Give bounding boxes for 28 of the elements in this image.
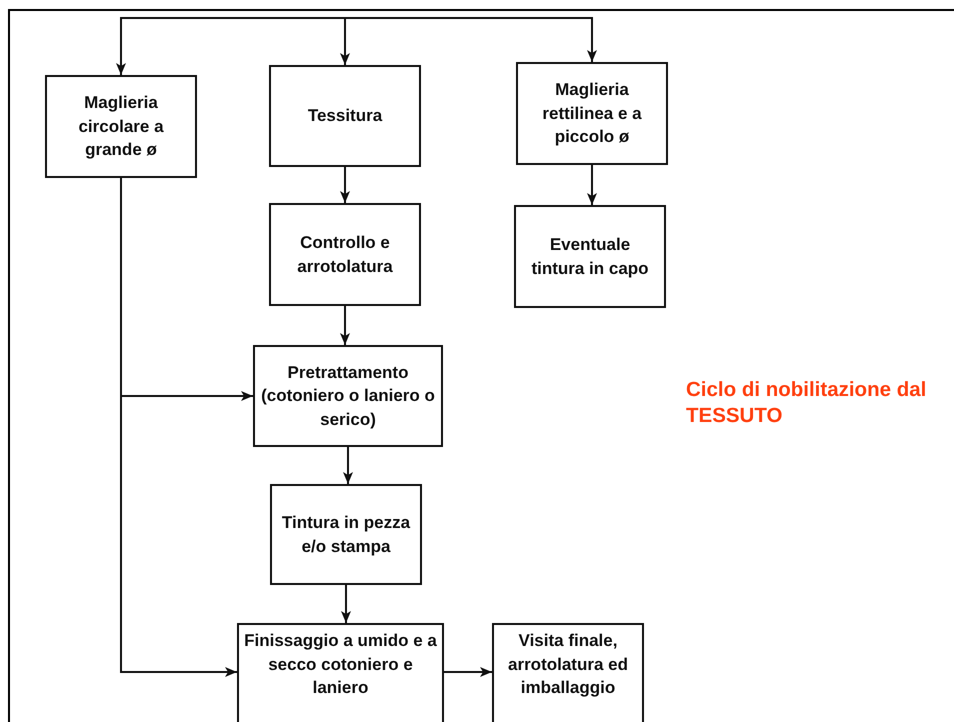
arrow [444, 667, 492, 677]
process-box [45, 75, 197, 178]
process-box [269, 203, 421, 306]
arrow [587, 165, 597, 205]
process-box [237, 623, 444, 722]
process-box [253, 345, 443, 447]
process-box [269, 65, 421, 167]
arrow [343, 447, 353, 484]
box-label: Tintura in pezza e/o stampa [280, 512, 412, 558]
process-box [516, 62, 668, 165]
arrow [116, 17, 340, 75]
box-label: Eventuale tintura in capo [530, 234, 650, 280]
arrow [340, 17, 350, 65]
process-box [514, 205, 666, 308]
box-label: Visita finale, arrotolatura ed imballaggio [507, 630, 629, 699]
arrow [340, 167, 350, 203]
process-box [270, 484, 422, 585]
arrow [341, 585, 351, 623]
box-label: Controllo e arrotolatura [296, 232, 394, 278]
box-label: Pretrattamento (cotoniero o laniero o serico) [261, 362, 435, 431]
process-box [492, 623, 644, 722]
arrow [340, 306, 350, 345]
arrow [340, 17, 597, 62]
diagram-note: Ciclo di nobilitazione dal TESSUTO [686, 377, 928, 429]
box-label: Finissaggio a umido e a secco cotoniero e laniero [243, 630, 438, 699]
box-label: Tessitura [308, 105, 382, 128]
box-label: Maglieria rettilinea e a piccolo ø [541, 79, 643, 148]
box-label: Maglieria circolare a grande ø [77, 92, 165, 162]
